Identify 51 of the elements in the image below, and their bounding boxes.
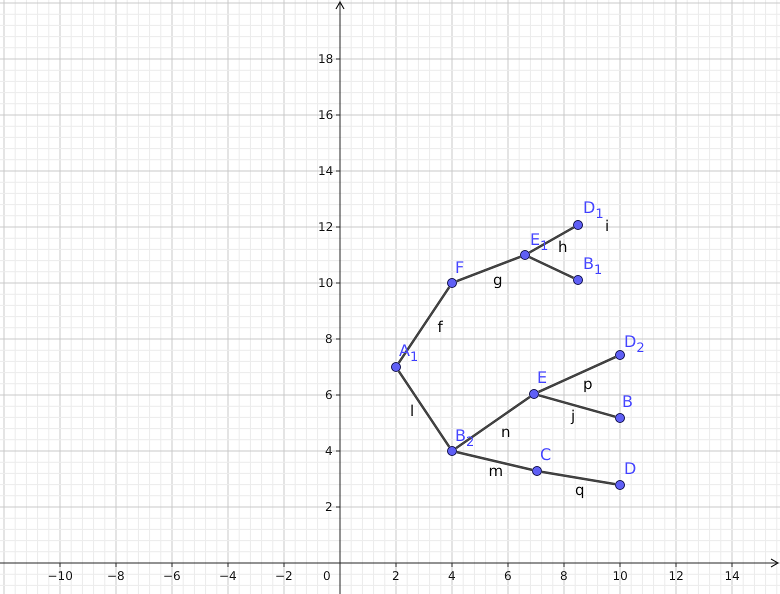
line-segment [398, 286, 450, 364]
point-label: F [455, 260, 464, 276]
tick-label: 4 [325, 443, 333, 459]
edge-label: p [583, 376, 593, 392]
segment-label: i [605, 218, 610, 234]
tick-label: 18 [318, 51, 334, 67]
tick-label: −8 [107, 568, 125, 584]
point-label: B$_{1}$ [583, 256, 602, 272]
edge-label: h [558, 239, 568, 255]
point-label: B$_{2}$ [455, 428, 474, 444]
tick-label: 10 [318, 275, 334, 291]
line-segment [456, 450, 532, 472]
tick-label: 16 [318, 107, 334, 123]
tick-label: 10 [612, 568, 628, 584]
tick-label: −6 [163, 568, 181, 584]
tick-label: 6 [504, 568, 512, 584]
tick-label: 4 [448, 568, 456, 584]
line-segment [528, 226, 574, 254]
tick-label: −10 [48, 568, 73, 584]
tick-label: 8 [560, 568, 568, 584]
point-label: E [537, 370, 548, 386]
tick-label: 2 [392, 568, 400, 584]
line-segment [542, 470, 616, 486]
edge-label: f [438, 319, 443, 335]
line-segment [455, 396, 531, 450]
line-segment [398, 370, 450, 448]
tick-label: 14 [724, 568, 740, 584]
line-segment [538, 356, 616, 394]
line-segment [538, 394, 616, 418]
edge-label: g [493, 272, 503, 288]
tick-label: 12 [668, 568, 684, 584]
edge-label: j [571, 408, 576, 424]
tick-label: −2 [275, 568, 293, 584]
line-segment [529, 256, 574, 279]
tick-label: 12 [318, 219, 334, 235]
point-label: D$_{1}$ [583, 200, 604, 216]
point-label: D [624, 461, 636, 477]
tick-label: 0 [323, 568, 331, 584]
tick-label: 6 [325, 387, 333, 403]
point-label: C [540, 447, 552, 463]
edge-label: q [575, 482, 585, 498]
tick-label: 2 [325, 499, 333, 515]
tick-label: 14 [318, 163, 334, 179]
edge-label: l [410, 403, 414, 419]
edge-label: n [501, 424, 511, 440]
tick-label: −4 [219, 568, 237, 584]
edge-label: m [488, 463, 504, 479]
line-segment [456, 256, 521, 282]
point-label: D$_{2}$ [624, 334, 645, 350]
tick-label: 8 [325, 331, 333, 347]
point-label: B [622, 394, 633, 410]
